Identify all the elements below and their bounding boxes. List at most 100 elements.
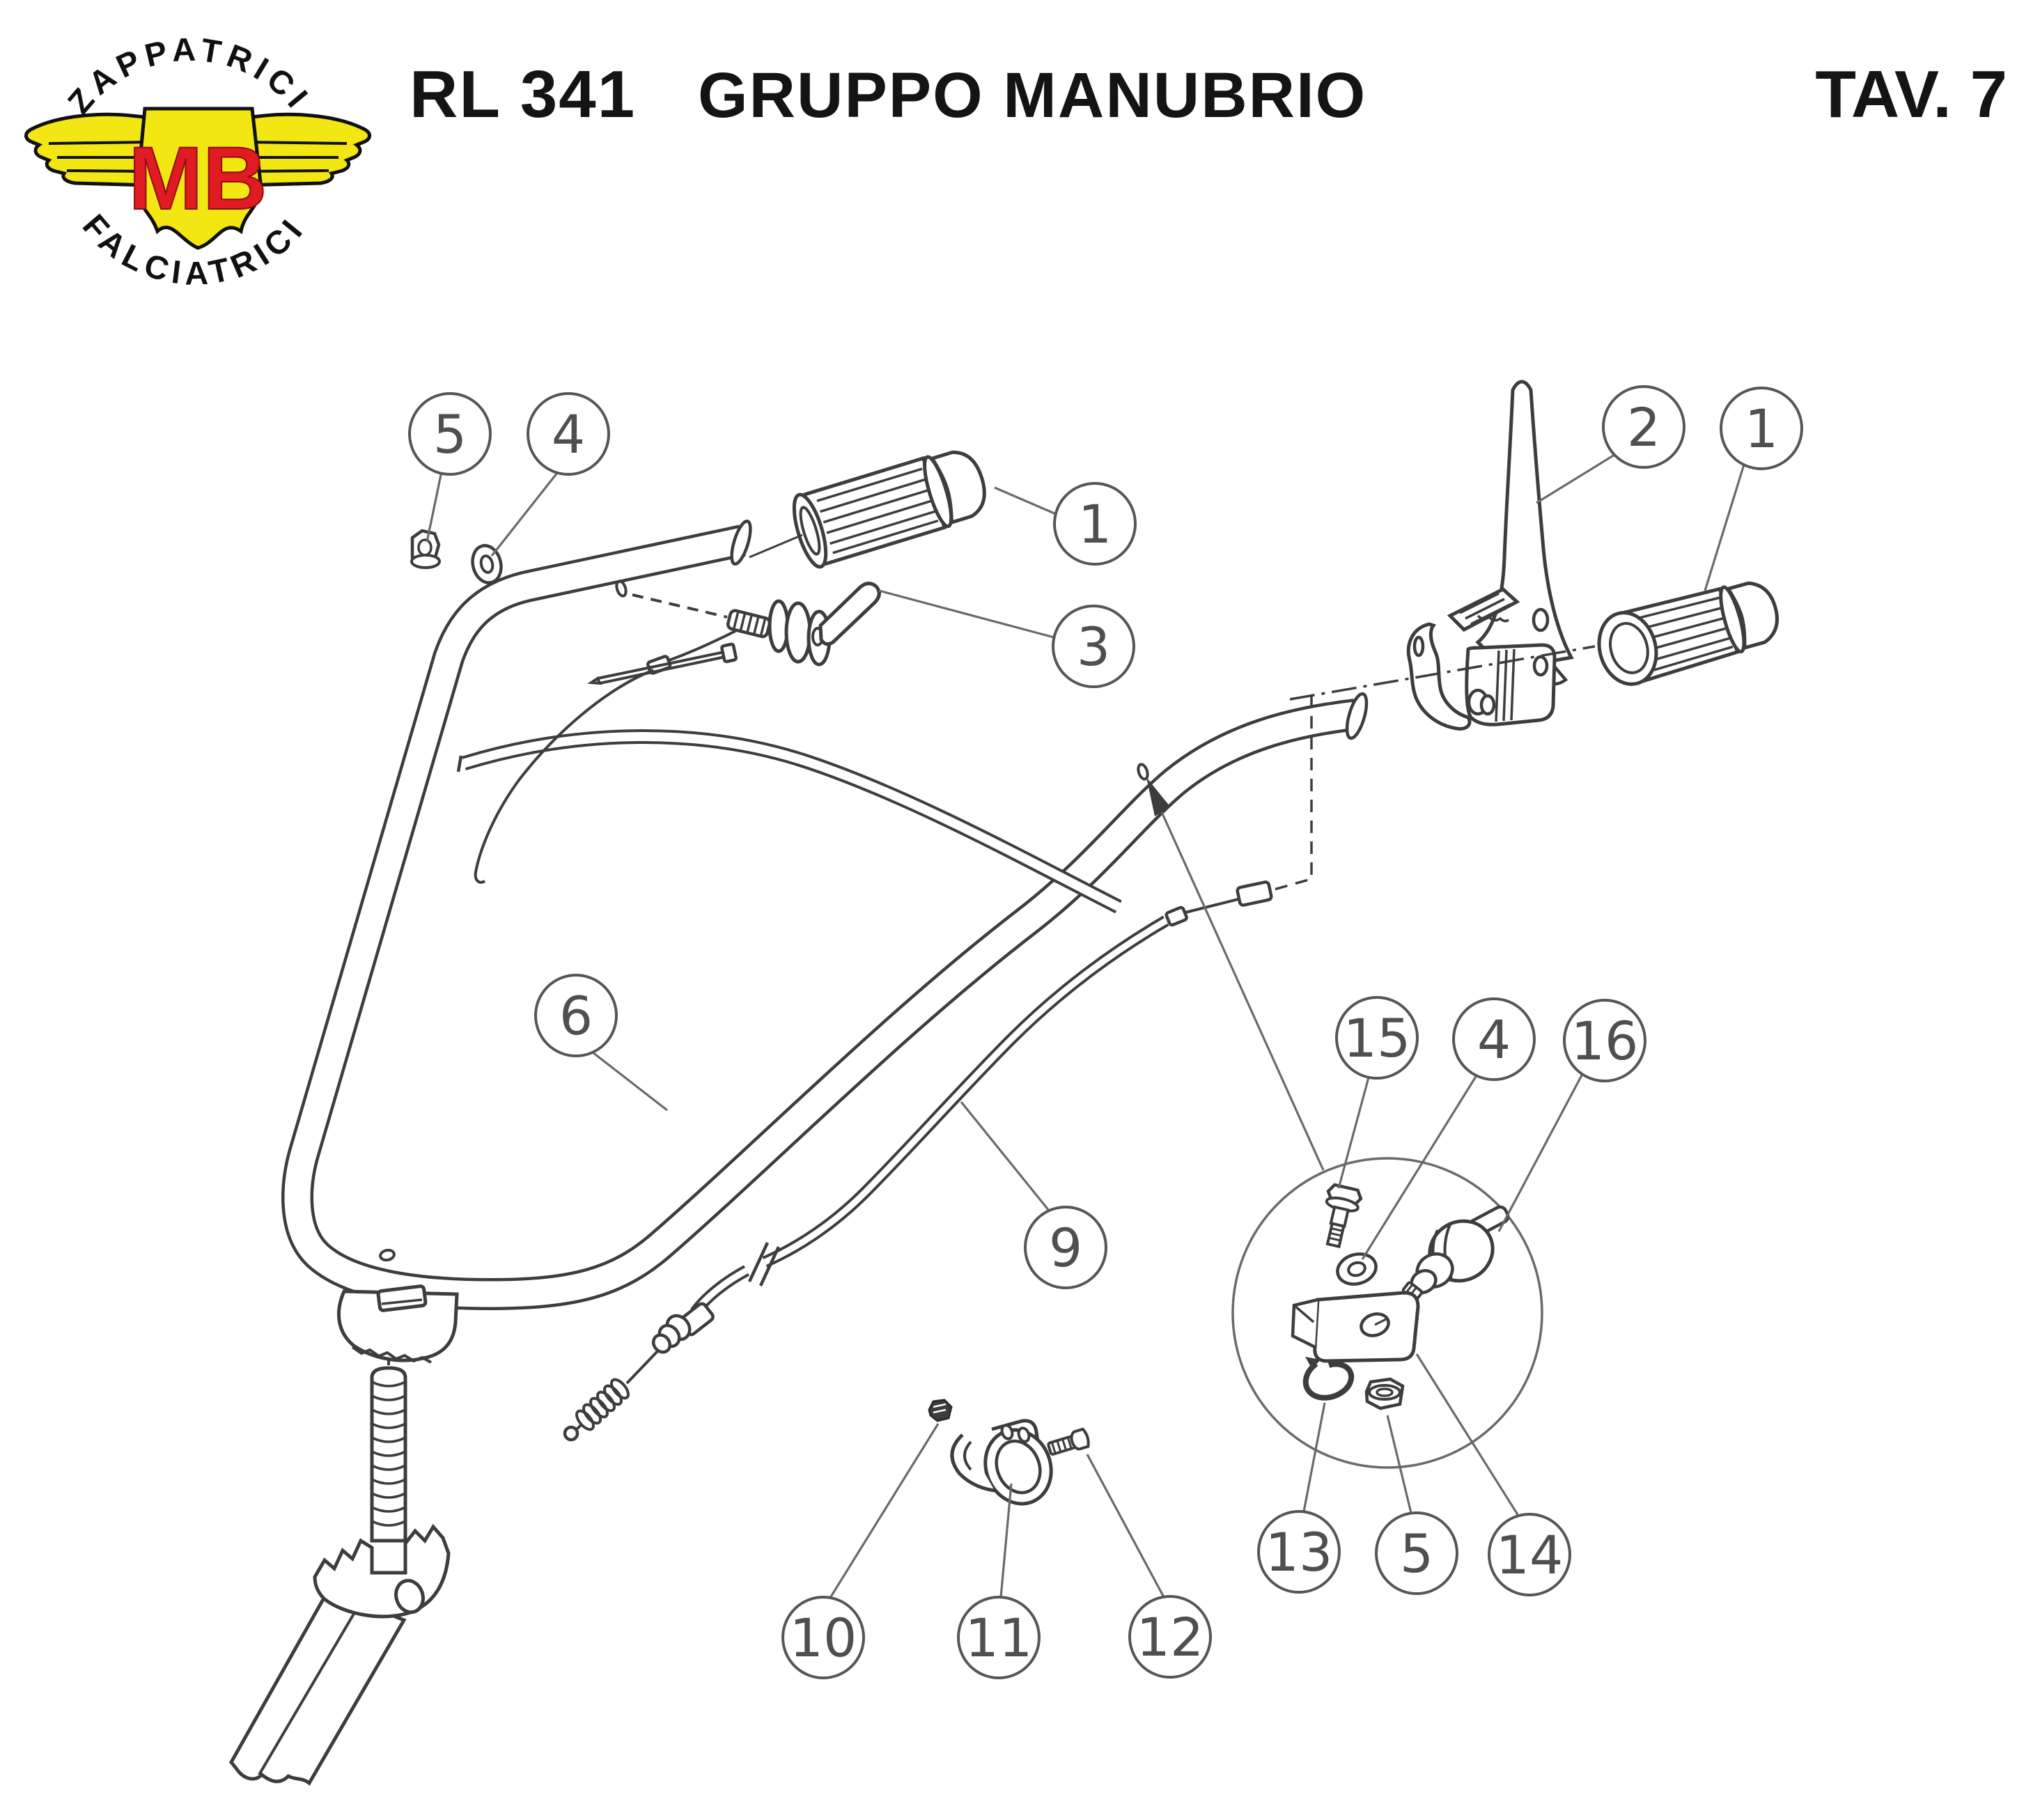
callout-balloon bbox=[408, 392, 492, 476]
serrated-mount-block bbox=[337, 1284, 459, 1364]
cable-nipple bbox=[1236, 880, 1273, 907]
logo-top-text: ZAPPATRICI bbox=[60, 31, 318, 120]
right-grip bbox=[1597, 581, 1779, 686]
throttle-spring bbox=[1477, 614, 1509, 623]
support-column bbox=[228, 1587, 407, 1786]
callout-balloon bbox=[1335, 996, 1419, 1080]
callout-leader bbox=[1415, 1353, 1520, 1516]
callout-leader bbox=[960, 1100, 1050, 1212]
logo-mb-text: MB bbox=[128, 129, 267, 228]
callout-number: 2 bbox=[1627, 396, 1660, 458]
assembly-axis-lines bbox=[1271, 645, 1596, 892]
callout-16: 16 bbox=[1497, 999, 1646, 1232]
callout-number: 6 bbox=[559, 985, 593, 1047]
callout-leader bbox=[1536, 453, 1615, 504]
brand-logo: MB ZAPPATRICI FALCIATRICI bbox=[24, 31, 371, 292]
callout-number: 1 bbox=[1745, 398, 1778, 460]
callout-balloon bbox=[1024, 1206, 1107, 1289]
throttle-cable bbox=[563, 880, 1273, 1442]
detail-bolt bbox=[1325, 1183, 1363, 1249]
callout-balloon bbox=[1720, 387, 1803, 470]
callout-number: 3 bbox=[1077, 616, 1110, 678]
callout-balloon bbox=[957, 1596, 1041, 1679]
callout-balloon bbox=[1563, 999, 1646, 1082]
callout-leader bbox=[999, 1483, 1013, 1598]
knob-mount-hole bbox=[1137, 763, 1149, 781]
callout-4: 4 bbox=[1361, 997, 1536, 1260]
callout-15: 15 bbox=[1335, 996, 1419, 1189]
flange-nut bbox=[410, 529, 441, 569]
callout-leader bbox=[1337, 1077, 1370, 1189]
callout-number: 9 bbox=[1049, 1217, 1082, 1279]
callout-2: 2 bbox=[1536, 385, 1685, 504]
callout-number: 13 bbox=[1266, 1521, 1333, 1583]
lever-mount-hole bbox=[615, 580, 628, 598]
callout-balloon bbox=[1128, 1595, 1212, 1679]
callout-6: 6 bbox=[534, 974, 668, 1112]
callout-number: 14 bbox=[1496, 1524, 1564, 1586]
callout-number: 4 bbox=[1477, 1009, 1511, 1071]
callout-leader bbox=[1302, 1402, 1326, 1512]
top-left-fasteners bbox=[410, 529, 503, 584]
callout-14: 14 bbox=[1415, 1353, 1571, 1596]
callout-balloon bbox=[781, 1596, 865, 1679]
throttle-lever-assembly bbox=[1406, 380, 1574, 731]
logo-wings-icon bbox=[24, 107, 371, 250]
serrated-clamp-plate bbox=[313, 1523, 451, 1619]
callout-leader bbox=[490, 472, 559, 557]
callout-leader bbox=[878, 589, 1054, 639]
callout-number: 5 bbox=[1400, 1523, 1433, 1585]
cable-break-mark bbox=[747, 1242, 781, 1286]
clamp-screw bbox=[1047, 1427, 1090, 1456]
cable-ferrule bbox=[1165, 905, 1188, 927]
callout-number: 16 bbox=[1571, 1010, 1639, 1072]
handlebar-mount-assembly bbox=[228, 1284, 459, 1786]
cable-spring bbox=[575, 1378, 630, 1431]
callout-10: 10 bbox=[781, 1423, 940, 1679]
cable-end-ball bbox=[563, 1425, 579, 1442]
callout-balloon bbox=[1053, 482, 1137, 566]
callout-balloon bbox=[1257, 1510, 1341, 1594]
callout-number: 4 bbox=[552, 403, 585, 465]
cable-clamp-assembly bbox=[928, 1399, 1090, 1506]
left-grip bbox=[792, 450, 986, 569]
callout-number: 10 bbox=[790, 1607, 857, 1669]
callout-5: 5 bbox=[408, 392, 492, 543]
detail-knob bbox=[1401, 1205, 1510, 1302]
model-code: RL 341 bbox=[410, 57, 636, 132]
callout-9: 9 bbox=[960, 1100, 1107, 1289]
clamp-nut bbox=[928, 1399, 953, 1422]
cable-adjuster bbox=[651, 1302, 715, 1354]
detail-circle bbox=[1231, 1157, 1543, 1469]
callout-leader bbox=[1497, 1073, 1584, 1232]
callout-1: 1 bbox=[994, 482, 1137, 566]
flat-washer bbox=[471, 544, 503, 584]
callout-balloon bbox=[527, 392, 610, 476]
callout-leader bbox=[592, 1051, 668, 1112]
callout-balloon bbox=[534, 974, 618, 1057]
cable-clamp bbox=[950, 1419, 1053, 1506]
lever-pin bbox=[587, 642, 738, 685]
threaded-stud bbox=[370, 1366, 407, 1543]
callout-3: 3 bbox=[878, 589, 1135, 688]
detail-washer bbox=[1336, 1252, 1378, 1286]
lever-arm bbox=[818, 582, 881, 646]
detail-nut bbox=[1364, 1377, 1405, 1410]
callout-number: 5 bbox=[433, 403, 467, 465]
callout-number: 12 bbox=[1137, 1606, 1204, 1668]
callout-leader bbox=[426, 471, 443, 543]
callout-11: 11 bbox=[957, 1483, 1041, 1679]
detail-circle-group bbox=[1231, 1157, 1543, 1469]
callout-4: 4 bbox=[490, 392, 610, 557]
callout-1: 1 bbox=[1704, 387, 1803, 591]
callout-leader bbox=[1386, 1415, 1412, 1514]
callout-leader bbox=[994, 486, 1057, 515]
callout-leader bbox=[1361, 1075, 1478, 1260]
callout-number: 11 bbox=[965, 1607, 1033, 1669]
callout-5: 5 bbox=[1375, 1415, 1458, 1595]
detail-bracket bbox=[1291, 1291, 1420, 1363]
header: MB ZAPPATRICI FALCIATRICI RL 341 GRUPPO … bbox=[24, 31, 2007, 292]
detail-lock-washer bbox=[1302, 1357, 1355, 1401]
